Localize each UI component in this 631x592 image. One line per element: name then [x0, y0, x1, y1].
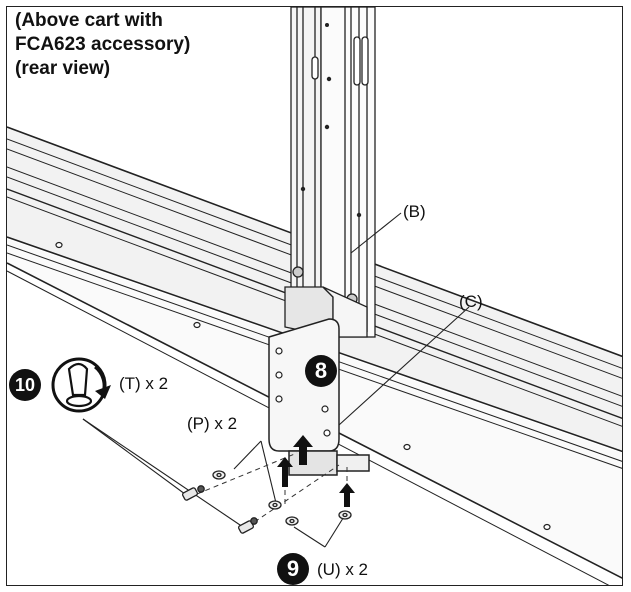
- leader-lines: [82, 212, 470, 548]
- up-arrow-icon: [277, 435, 355, 507]
- nut-u: [285, 510, 352, 526]
- bracket-plate-c: [268, 318, 370, 476]
- label-b: (B): [403, 202, 426, 221]
- hex-key-icon: [51, 357, 107, 413]
- upright-post-b: [290, 7, 376, 338]
- label-u: (U) x 2: [317, 560, 368, 579]
- caption-line-2: FCA623 accessory): [15, 34, 191, 55]
- step-8-badge: 8: [305, 355, 337, 387]
- screw-t: [181, 485, 258, 534]
- washer-p: [212, 470, 282, 510]
- label-t: (T) x 2: [119, 374, 169, 393]
- assembly-illustration: [7, 7, 622, 585]
- caption-line-3: (rear view): [15, 58, 111, 79]
- diagram-frame: (Above cart with FCA623 accessory) (rear…: [6, 6, 623, 586]
- step-9-badge: 9: [277, 553, 309, 585]
- label-p: (P) x 2: [187, 414, 238, 433]
- label-c: (C): [459, 292, 483, 311]
- caption-line-1: (Above cart with: [15, 10, 163, 31]
- clockwise-rotation-arrow-icon: [94, 365, 111, 399]
- step-10-badge: 10: [9, 369, 41, 401]
